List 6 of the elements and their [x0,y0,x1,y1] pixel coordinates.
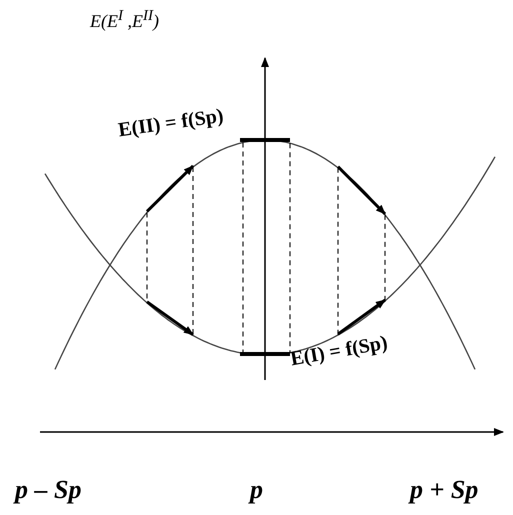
curve-label: E(II) = f(Sp) [116,104,225,142]
axis-label: E(E$^{I}$ ,E$^{II}$) [90,8,159,32]
axis-tick-label: p [250,475,263,505]
axis-tick-label: p + Sp [410,475,478,505]
axis-tick-label: p – Sp [15,475,82,505]
curve-label: E(I) = f(Sp) [288,332,390,372]
